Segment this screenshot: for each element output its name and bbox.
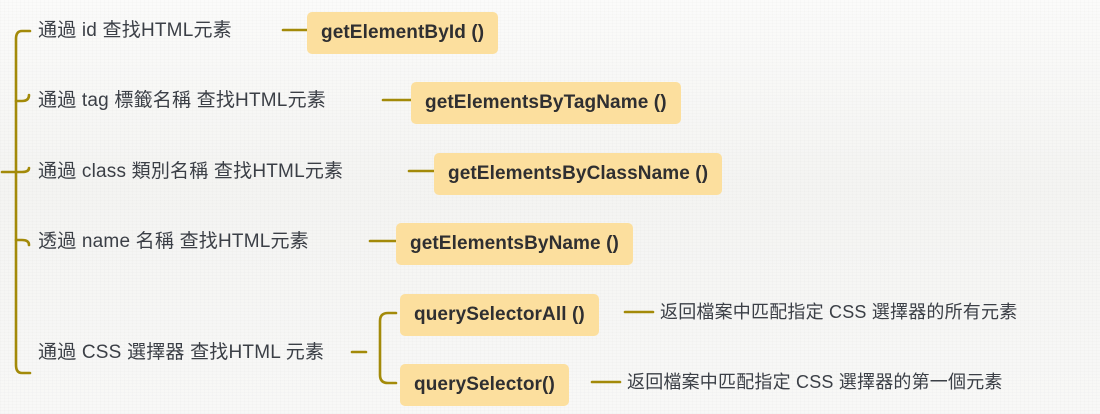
method-badge-getelementsbyclassname[interactable]: getElementsByClassName () [434, 153, 723, 195]
method-badge-getelementsbyname[interactable]: getElementsByName () [396, 223, 633, 265]
branch-label-tag[interactable]: 通過 tag 標籤名稱 查找HTML元素 [38, 90, 326, 111]
branch-label-id[interactable]: 通過 id 查找HTML元素 [38, 20, 232, 41]
method-badge-queryselectorall[interactable]: querySelectorAll () [400, 294, 599, 336]
description-queryselectorall: 返回檔案中匹配指定 CSS 選擇器的所有元素 [660, 302, 1018, 322]
method-badge-getelementbyid[interactable]: getElementById () [307, 12, 499, 54]
method-badge-getelementsbytagname[interactable]: getElementsByTagName () [411, 82, 681, 124]
description-queryselector: 返回檔案中匹配指定 CSS 選擇器的第一個元素 [627, 372, 1003, 392]
branch-label-class[interactable]: 通過 class 類別名稱 查找HTML元素 [38, 161, 344, 182]
branch-label-css-selector[interactable]: 通過 CSS 選擇器 查找HTML 元素 [38, 342, 325, 363]
branch-label-name[interactable]: 透過 name 名稱 查找HTML元素 [38, 231, 309, 252]
method-badge-queryselector[interactable]: querySelector() [400, 364, 569, 406]
